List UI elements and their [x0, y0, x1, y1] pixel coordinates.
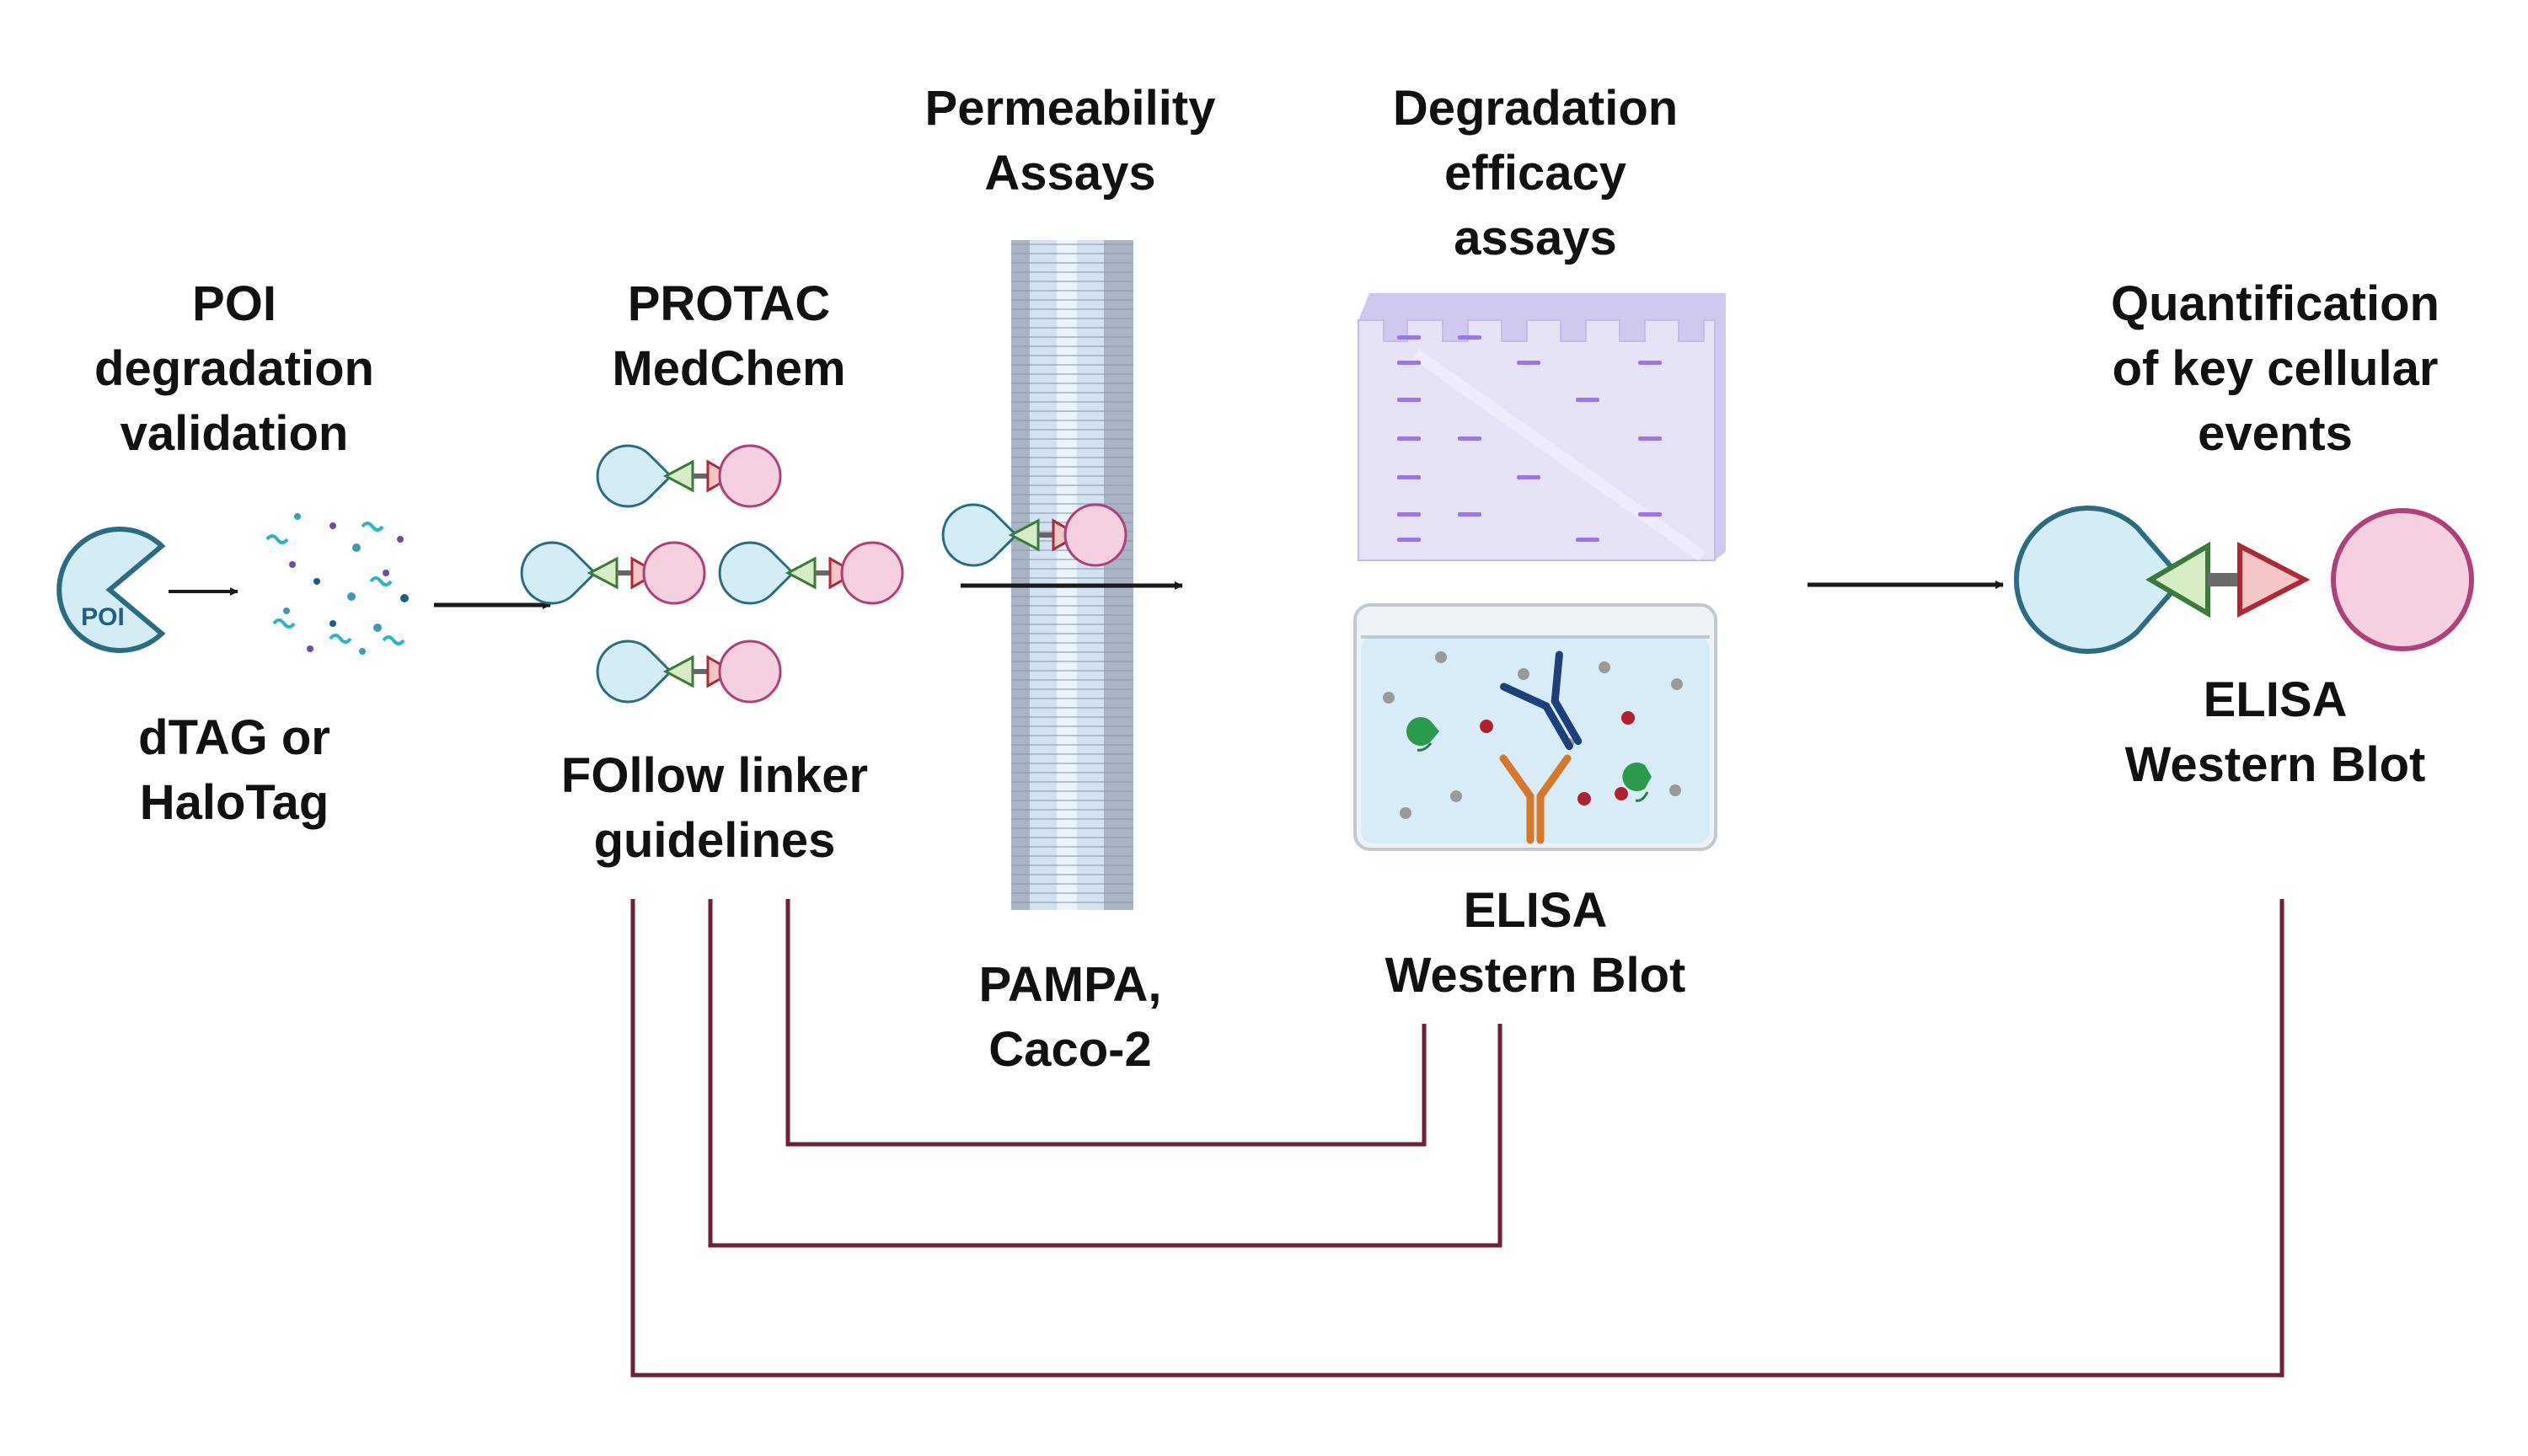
protac-title: PROTAC MedChem: [612, 276, 845, 396]
elisa-particle: [1450, 790, 1462, 802]
gel-band: [1458, 512, 1481, 517]
elisa-particle: [1599, 661, 1610, 673]
quantification-title-line: Quantification: [2111, 276, 2440, 331]
gel-band: [1458, 335, 1481, 340]
poi-title-line: POI: [192, 276, 276, 331]
elisa-particle: [1577, 792, 1591, 806]
quantification-title: Quantification of key cellular events: [2111, 276, 2440, 461]
gel-band: [1517, 361, 1540, 365]
gel-band: [1517, 475, 1540, 479]
degradation-title-line: assays: [1454, 211, 1617, 265]
gel-band: [1397, 361, 1421, 365]
gel-band: [1458, 436, 1481, 441]
degraded-fragments-icon: [265, 513, 409, 655]
poi-subtitle-line: HaloTag: [140, 775, 329, 830]
gel-band: [1638, 512, 1662, 517]
ternary-complex-icon: [2013, 506, 2474, 654]
quantification-subtitle: ELISA Western Blot: [2125, 672, 2426, 792]
gel-band: [1397, 398, 1421, 402]
degradation-title: Degradation efficacy assays: [1393, 81, 1678, 265]
permeability-title-line: Assays: [984, 146, 1155, 201]
permeability-subtitle: PAMPA, Caco-2: [979, 957, 1162, 1077]
protac-molecule-icon: [520, 444, 904, 704]
quantification-subtitle-line: Western Blot: [2125, 737, 2426, 792]
poi-title-line: validation: [121, 406, 349, 461]
poi-title-line: degradation: [94, 341, 374, 396]
degradation-title-line: efficacy: [1444, 146, 1626, 201]
quantification-title-line: of key cellular: [2113, 341, 2439, 396]
degradation-subtitle-line: Western Blot: [1385, 948, 1686, 1003]
quantification-title-line: events: [2198, 406, 2353, 461]
elisa-particle: [1669, 784, 1681, 796]
elisa-particle: [1480, 720, 1493, 733]
elisa-particle: [1400, 807, 1411, 819]
protac-subtitle: FOllow linker guidelines: [561, 748, 868, 868]
gel-band: [1397, 512, 1421, 517]
bracket-middle: [708, 899, 1502, 1248]
poi-subtitle: dTAG or HaloTag: [138, 710, 330, 830]
protac-subtitle-line: guidelines: [594, 813, 836, 868]
elisa-particle: [1383, 692, 1395, 704]
poi-subtitle-line: dTAG or: [138, 710, 330, 765]
gel-band: [1397, 335, 1421, 340]
poi-title: POI degradation validation: [94, 276, 374, 461]
elisa-particle: [1621, 711, 1635, 725]
protac-title-line: MedChem: [612, 341, 845, 396]
protac-title-line: PROTAC: [628, 276, 831, 331]
permeability-title-line: Permeability: [925, 81, 1216, 136]
gel-band: [1397, 538, 1421, 542]
poi-pacman-icon: POI: [56, 527, 166, 653]
permeability-subtitle-line: Caco-2: [988, 1022, 1151, 1077]
permeability-subtitle-line: PAMPA,: [979, 957, 1162, 1012]
gel-band: [1397, 475, 1421, 479]
gel-band: [1397, 436, 1421, 441]
quantification-subtitle-line: ELISA: [2204, 672, 2348, 727]
elisa-particle: [1615, 787, 1628, 800]
poi-icon-label: POI: [81, 603, 125, 631]
protac-subtitle-line: FOllow linker: [561, 748, 868, 803]
degradation-subtitle-line: ELISA: [1464, 883, 1608, 938]
feedback-brackets: [630, 899, 2284, 1378]
degradation-title-line: Degradation: [1393, 81, 1678, 136]
gel-icon: [1358, 293, 1726, 561]
gel-band: [1576, 398, 1599, 402]
elisa-well-icon: [1353, 603, 1717, 851]
elisa-particle: [1518, 668, 1529, 680]
lipid-membrane-icon: [1011, 240, 1133, 910]
elisa-particle: [1671, 678, 1683, 690]
antibody-icon: [1499, 650, 1583, 844]
elisa-particle: [1435, 651, 1447, 663]
bracket-inner: [785, 899, 1427, 1147]
bracket-outer: [630, 899, 2284, 1378]
degradation-subtitle: ELISA Western Blot: [1385, 883, 1686, 1003]
gel-band: [1638, 361, 1662, 365]
gel-band: [1576, 538, 1599, 542]
gel-band: [1638, 436, 1662, 441]
